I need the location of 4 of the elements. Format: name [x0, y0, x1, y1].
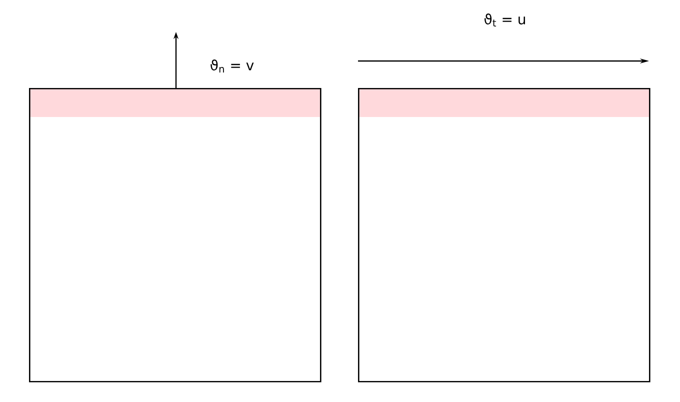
- velocity-label: ϑ$_{t}$ = u: [484, 14, 525, 26]
- velocity-label: ϑ$_{n}$ = v: [210, 60, 254, 72]
- box-with-band: [358, 88, 650, 382]
- box-with-band: [29, 88, 322, 382]
